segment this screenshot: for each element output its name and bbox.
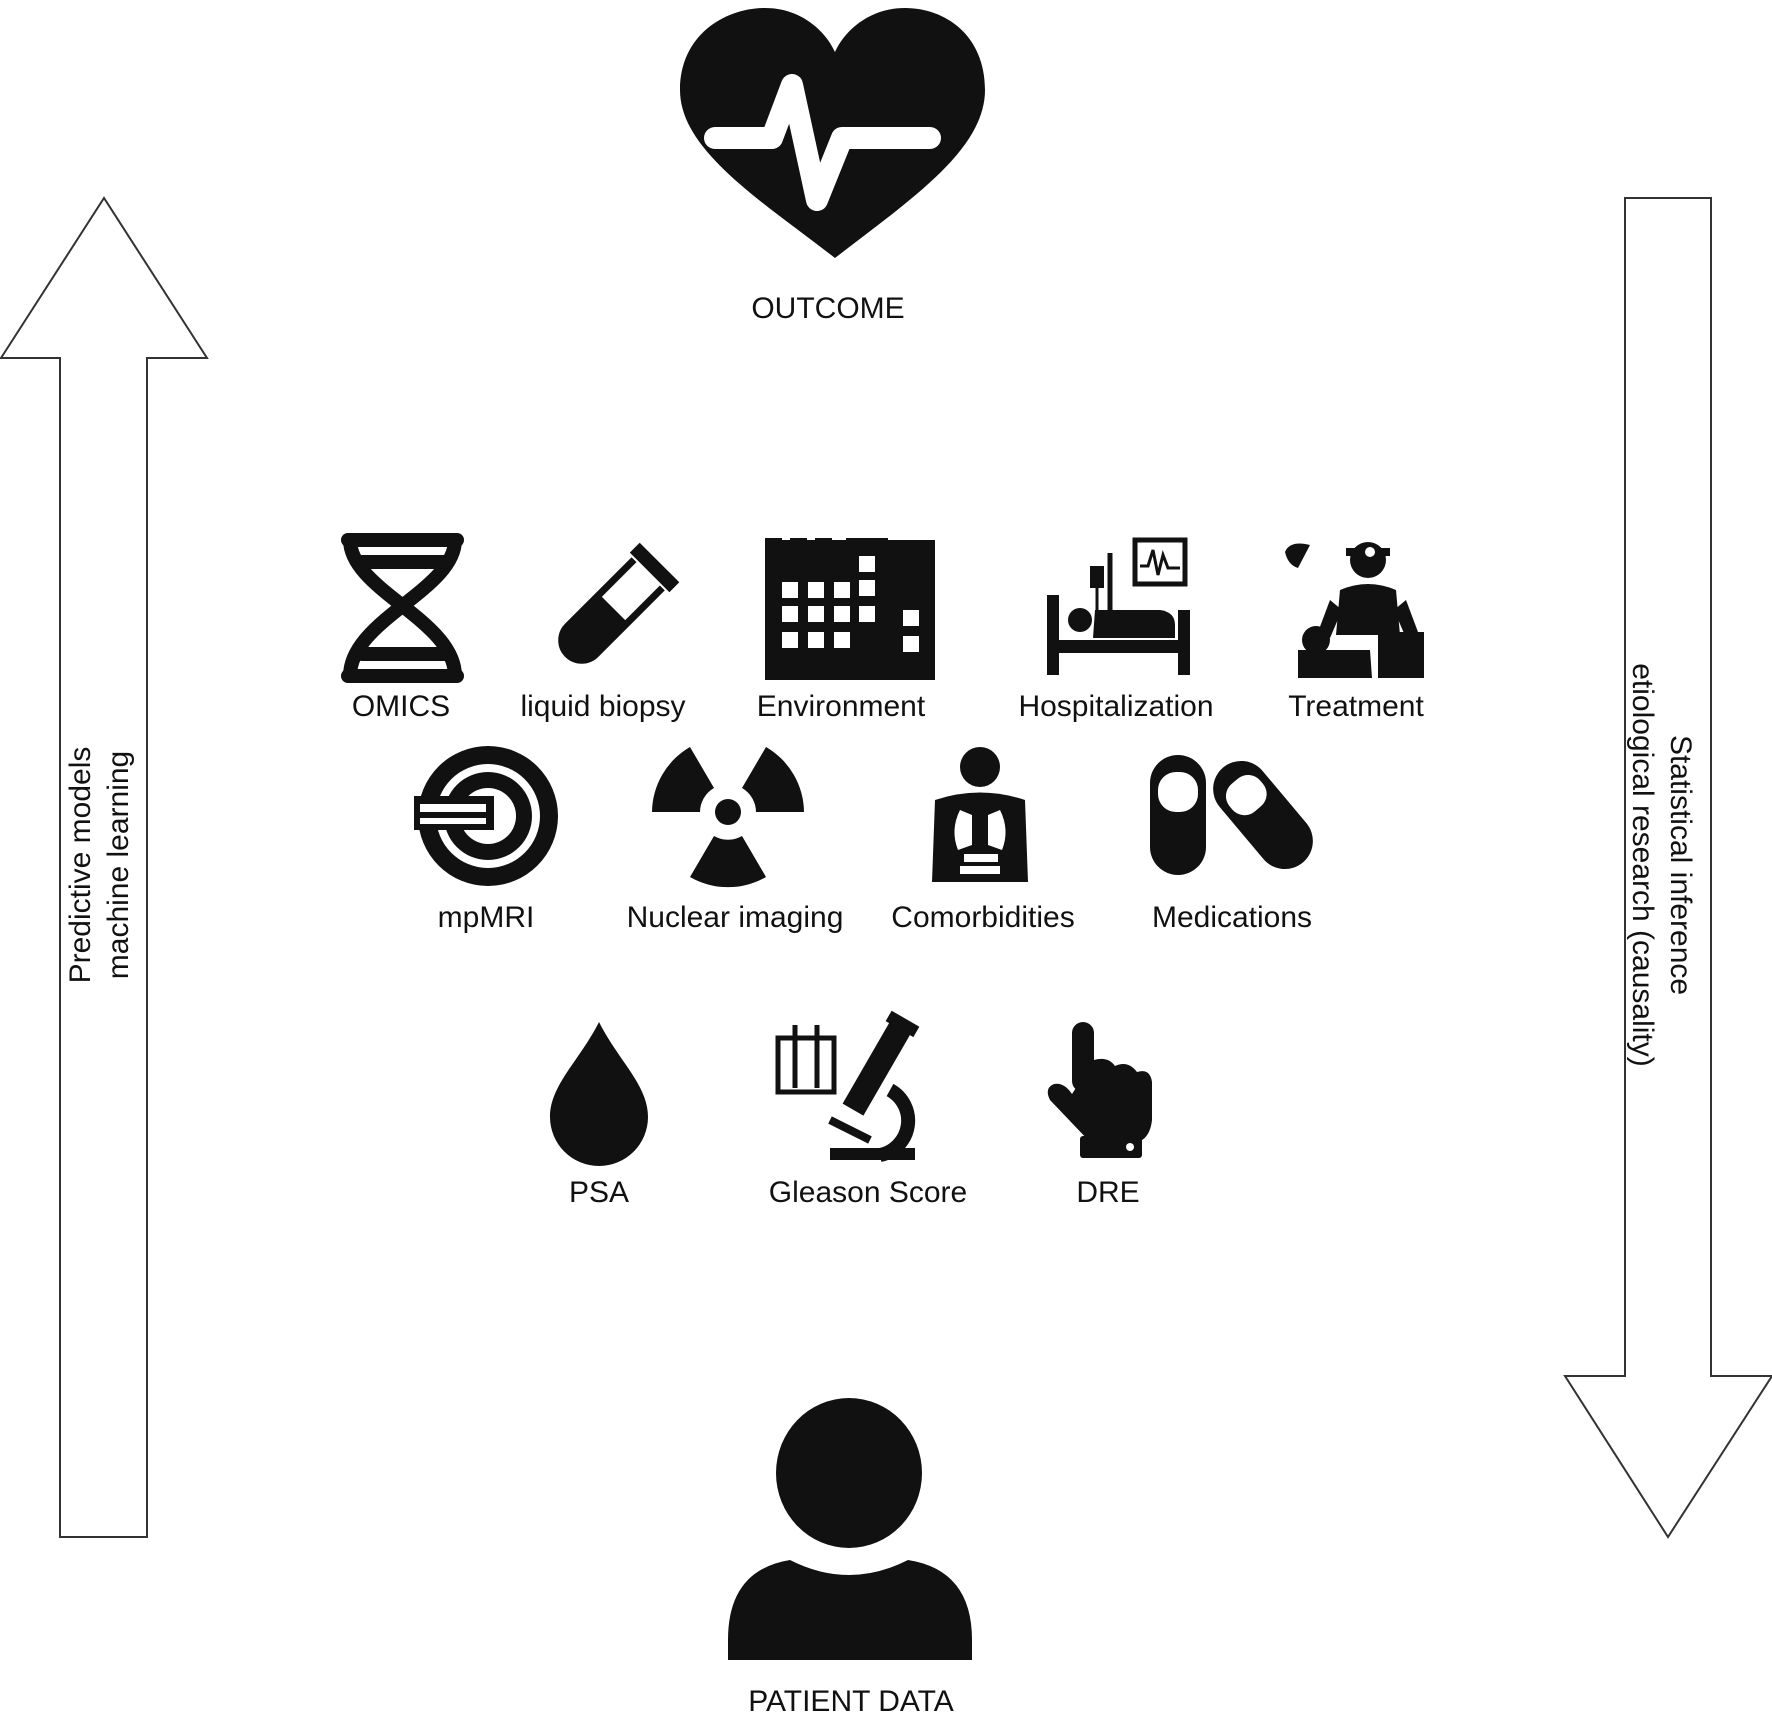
pills-icon	[1150, 755, 1313, 875]
dre-label: DRE	[1076, 1176, 1139, 1209]
hospital-bed-icon	[1047, 537, 1190, 675]
right-arrow-line1: Statistical inference	[1664, 735, 1697, 995]
surgeon-icon	[1285, 542, 1424, 678]
factory-building-icon	[765, 538, 935, 680]
outcome-label: OUTCOME	[751, 292, 904, 325]
environment-label: Environment	[757, 690, 926, 723]
body-organs-icon	[932, 747, 1028, 882]
dna-icon	[341, 533, 464, 683]
mpmri-label: mpMRI	[438, 901, 535, 934]
mri-scanner-icon	[414, 746, 558, 886]
person-icon	[728, 1398, 972, 1660]
left-arrow-line1: Predictive models	[64, 747, 97, 984]
nuclear-imaging-label: Nuclear imaging	[627, 901, 844, 934]
psa-label: PSA	[569, 1176, 629, 1209]
hospitalization-label: Hospitalization	[1018, 690, 1213, 723]
radiation-icon	[652, 747, 804, 888]
comorbidities-label: Comorbidities	[891, 901, 1074, 934]
gleason-score-label: Gleason Score	[769, 1176, 967, 1209]
microscope-icon	[775, 1010, 920, 1162]
omics-label: OMICS	[352, 690, 450, 723]
test-tube-icon	[558, 542, 680, 664]
medications-label: Medications	[1152, 901, 1312, 934]
treatment-label: Treatment	[1288, 690, 1424, 723]
pointing-hand-icon	[1047, 1022, 1152, 1158]
blood-drop-icon	[550, 1022, 648, 1166]
statistical-inference-arrow: Statistical inference etiological resear…	[1563, 197, 1772, 1539]
heart-pulse-icon	[680, 8, 985, 258]
right-arrow-line2: etiological research (causality)	[1626, 663, 1659, 1067]
liquid-biopsy-label: liquid biopsy	[520, 690, 685, 723]
predictive-models-arrow: Predictive models machine learning	[0, 196, 209, 1538]
patient-data-label: PATIENT DATA	[748, 1685, 954, 1712]
left-arrow-line2: machine learning	[102, 751, 135, 979]
